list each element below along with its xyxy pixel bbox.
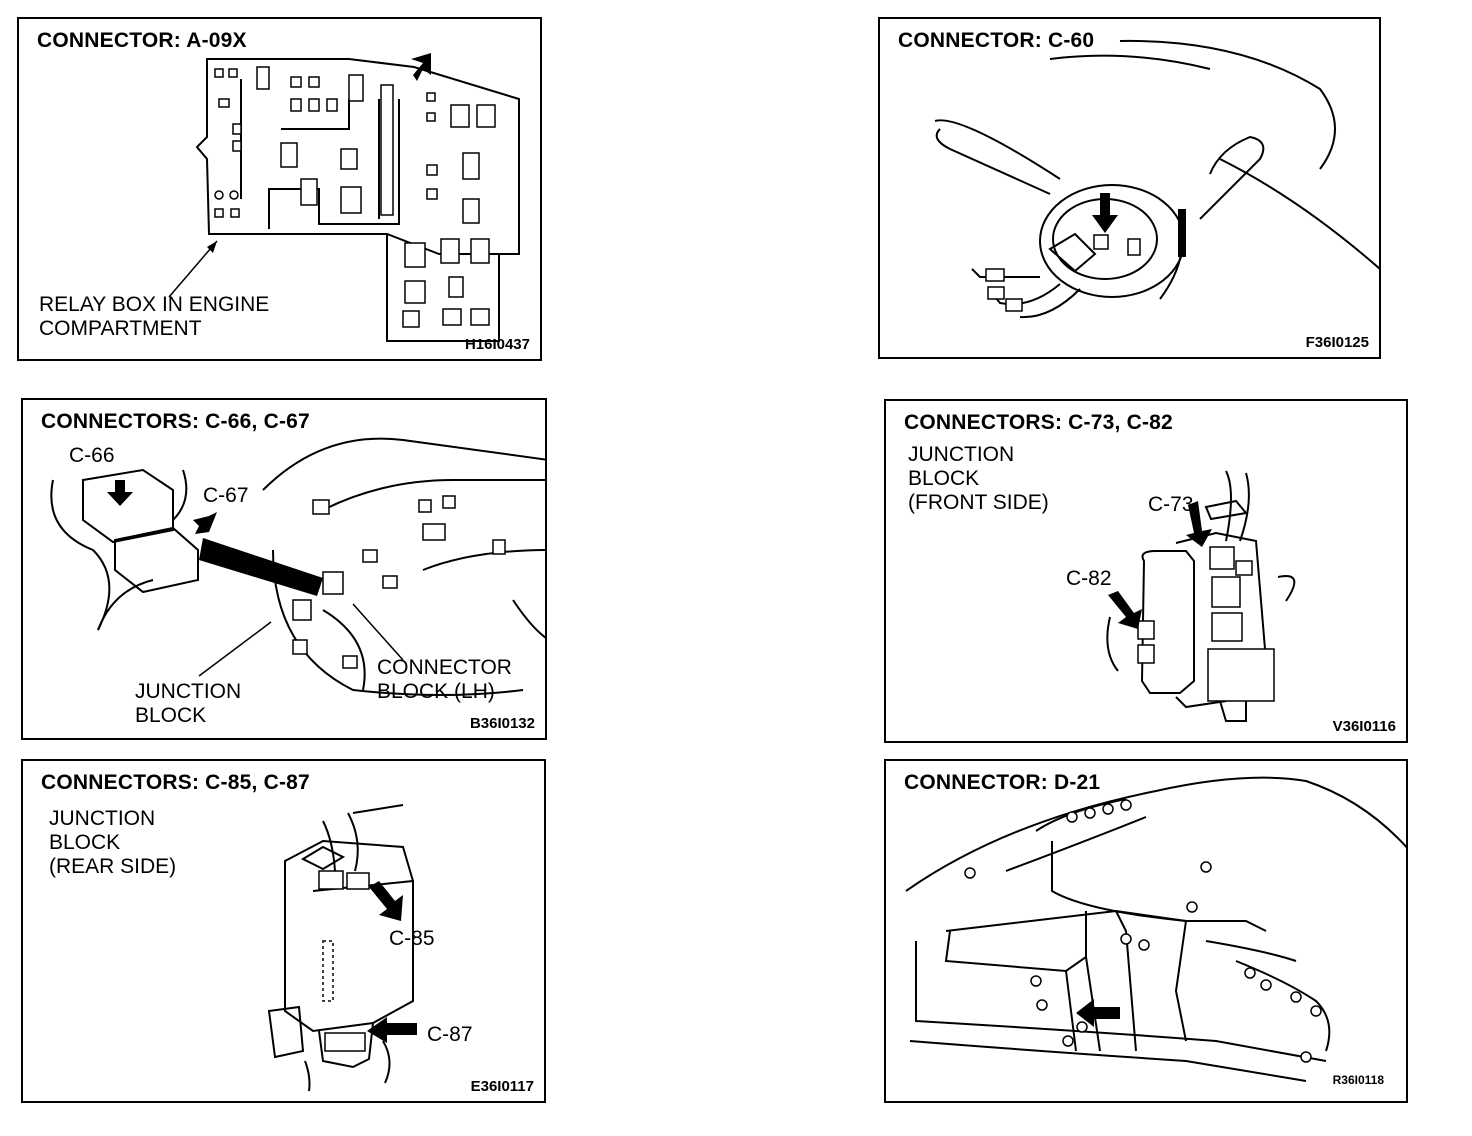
figure-code: F36I0125 xyxy=(1305,334,1369,351)
label-block: BLOCK xyxy=(49,831,121,854)
figure-code: B36I0132 xyxy=(469,715,535,732)
panel-title: CONNECTORS: C-66, C-67 xyxy=(41,410,310,433)
panel-connectors-c66-c67: CONNECTORS: C-66, C-67 C-66 C-67 JUNCTIO… xyxy=(21,398,547,740)
label-front-side: (FRONT SIDE) xyxy=(908,491,1049,514)
label-c87: C-87 xyxy=(427,1023,473,1046)
label-c67: C-67 xyxy=(203,484,249,507)
panel-title: CONNECTORS: C-85, C-87 xyxy=(41,771,310,794)
panel-title: CONNECTOR: D-21 xyxy=(904,771,1101,794)
panel-connector-c60: CONNECTOR: C-60 F36I0125 xyxy=(878,17,1381,359)
figure-code: E36I0117 xyxy=(470,1078,534,1095)
junction-block-front-illustration xyxy=(1106,470,1296,722)
relay-box-illustration xyxy=(168,53,520,342)
label-junction: JUNCTION xyxy=(908,443,1015,466)
label-c66: C-66 xyxy=(69,444,115,467)
label-junction: JUNCTION xyxy=(49,807,156,830)
panel-connector-d21: CONNECTOR: D-21 R36I0118 xyxy=(884,759,1408,1103)
panel-connectors-c85-c87: CONNECTORS: C-85, C-87 JUNCTION BLOCK (R… xyxy=(21,759,546,1103)
label-block-lh: BLOCK (LH) xyxy=(377,680,495,703)
label-c73: C-73 xyxy=(1148,493,1194,516)
label-connector: CONNECTOR xyxy=(377,656,512,679)
label-c82: C-82 xyxy=(1066,567,1112,590)
relay-box-label-line2: COMPARTMENT xyxy=(39,317,202,340)
label-rear-side: (REAR SIDE) xyxy=(49,855,177,878)
steering-column-illustration xyxy=(934,39,1379,319)
figure-code: H16I0437 xyxy=(464,336,530,353)
figure-code: R36I0118 xyxy=(1332,1073,1384,1087)
label-junction: JUNCTION xyxy=(135,680,242,703)
panel-title: CONNECTORS: C-73, C-82 xyxy=(904,411,1173,434)
label-c85: C-85 xyxy=(389,927,435,950)
figure-code: V36I0116 xyxy=(1332,718,1396,735)
panel-title: CONNECTOR: A-09X xyxy=(37,29,247,52)
junction-block-rear-illustration xyxy=(267,804,417,1092)
label-block: BLOCK xyxy=(908,467,980,490)
panel-connector-a09x: CONNECTOR: A-09X RELAY BOX IN ENGINE COM… xyxy=(17,17,542,361)
label-block: BLOCK xyxy=(135,704,207,727)
panel-title: CONNECTOR: C-60 xyxy=(898,29,1095,52)
panel-connectors-c73-c82: CONNECTORS: C-73, C-82 JUNCTION BLOCK (F… xyxy=(884,399,1408,743)
relay-box-label-line1: RELAY BOX IN ENGINE xyxy=(39,293,270,316)
floor-harness-illustration xyxy=(905,776,1406,1082)
junction-block-lh-illustration xyxy=(50,437,545,696)
